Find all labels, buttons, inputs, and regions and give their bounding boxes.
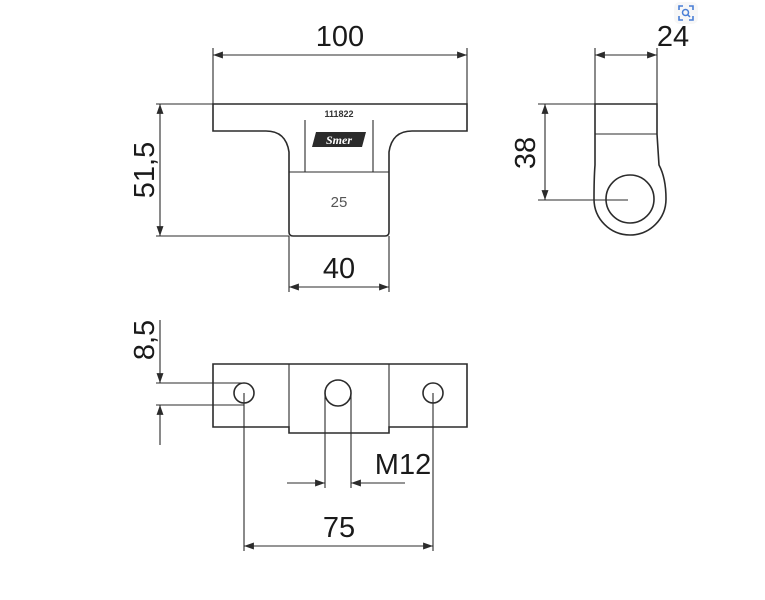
dim-side-height-label: 38	[510, 137, 542, 169]
dim-width-overall: 100	[212, 21, 468, 104]
size-mark-label: 25	[331, 194, 348, 211]
dim-hole-spacing-label: 75	[323, 512, 355, 544]
dim-height-overall-label: 51,5	[129, 142, 161, 198]
dim-side-thickness: 24	[594, 21, 689, 104]
front-view: 111822 Smer 25	[212, 103, 468, 237]
dim-offset-top: 8,5	[129, 320, 244, 445]
dim-offset-top-label: 8,5	[129, 320, 161, 360]
top-view-thread-hole	[324, 379, 352, 407]
side-view	[593, 103, 667, 236]
top-view-plate	[212, 363, 468, 434]
lens-scan-icon	[678, 5, 694, 21]
dim-center-width-label: 40	[323, 253, 355, 285]
dim-height-overall: 51,5	[129, 103, 289, 237]
side-view-outline	[593, 103, 667, 236]
brand-logo: Smer	[312, 132, 366, 147]
dim-hole-spacing: 75	[243, 393, 434, 551]
side-view-bore	[605, 174, 655, 224]
front-view-outline	[212, 103, 468, 237]
dim-thread: M12	[287, 393, 431, 488]
dim-center-width: 40	[288, 236, 390, 292]
dim-side-height: 38	[510, 103, 628, 201]
lens-scan-button[interactable]	[674, 2, 698, 24]
dim-width-overall-label: 100	[316, 21, 364, 53]
part-number-label: 111822	[324, 109, 353, 119]
dim-thread-label: M12	[375, 449, 431, 481]
brand-logo-text: Smer	[326, 133, 352, 147]
dim-side-thickness-label: 24	[657, 21, 689, 53]
top-view	[212, 363, 468, 434]
